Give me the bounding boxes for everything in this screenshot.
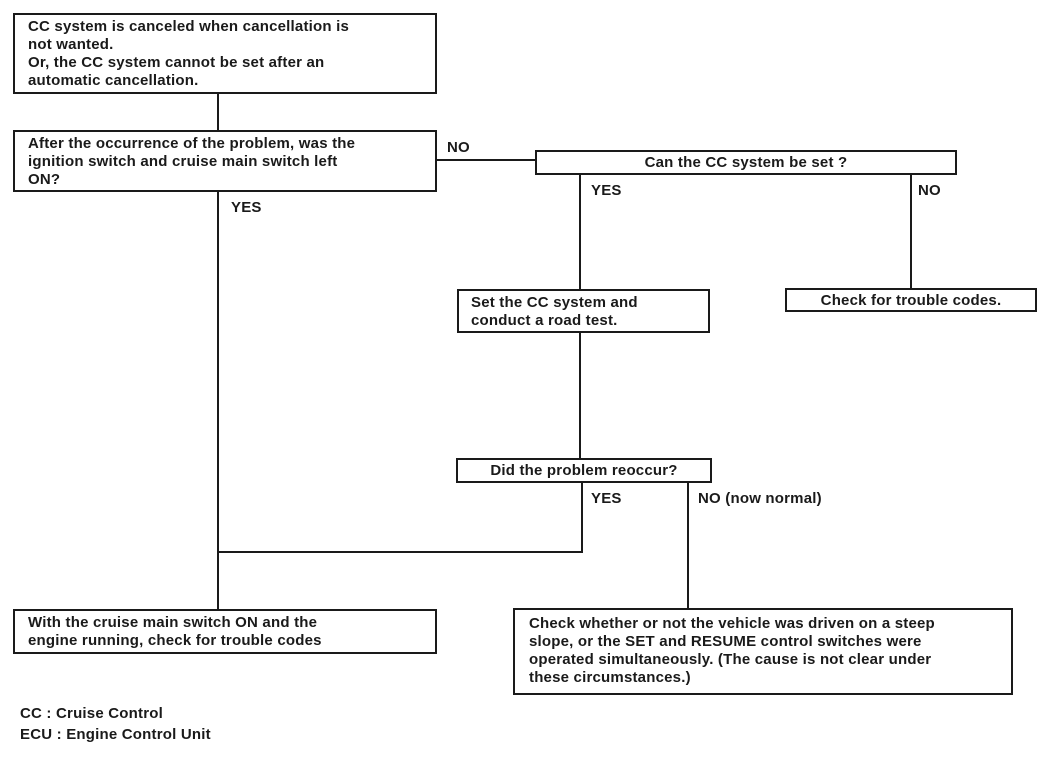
connector-canset-yes-vertical (579, 175, 581, 289)
node-check-for-trouble-codes: Check for trouble codes. (785, 288, 1037, 312)
connector-problem-to-ignition-question (217, 94, 219, 130)
node-check-steep-slope: Check whether or not the vehicle was dri… (513, 608, 1013, 695)
node-question-ignition-left-on: After the occurrence of the problem, was… (13, 130, 437, 192)
label-canset-no: NO (918, 182, 941, 199)
abbreviation-legend: CC : Cruise Control ECU : Engine Control… (20, 703, 211, 745)
label-reoccur-no: NO (now normal) (698, 490, 822, 507)
connector-roadtest-to-reoccur (579, 333, 581, 458)
label-reoccur-yes: YES (591, 490, 622, 507)
node-question-can-cc-be-set: Can the CC system be set ? (535, 150, 957, 175)
label-ignition-no: NO (447, 139, 470, 156)
connector-ignition-no-horizontal (437, 159, 535, 161)
node-question-problem-reoccur: Did the problem reoccur? (456, 458, 712, 483)
node-set-cc-road-test: Set the CC system and conduct a road tes… (457, 289, 710, 333)
label-ignition-yes: YES (231, 199, 262, 216)
label-canset-yes: YES (591, 182, 622, 199)
connector-reoccur-yes-horizontal (217, 551, 583, 553)
connector-reoccur-yes-vertical (581, 483, 583, 553)
connector-canset-no-vertical (910, 175, 912, 288)
legend-cc: CC : Cruise Control (20, 705, 163, 722)
connector-ignition-yes-vertical (217, 192, 219, 609)
node-check-codes-engine-running: With the cruise main switch ON and the e… (13, 609, 437, 654)
node-problem-description: CC system is canceled when cancellation … (13, 13, 437, 94)
connector-reoccur-no-vertical (687, 483, 689, 608)
legend-ecu: ECU : Engine Control Unit (20, 726, 211, 743)
